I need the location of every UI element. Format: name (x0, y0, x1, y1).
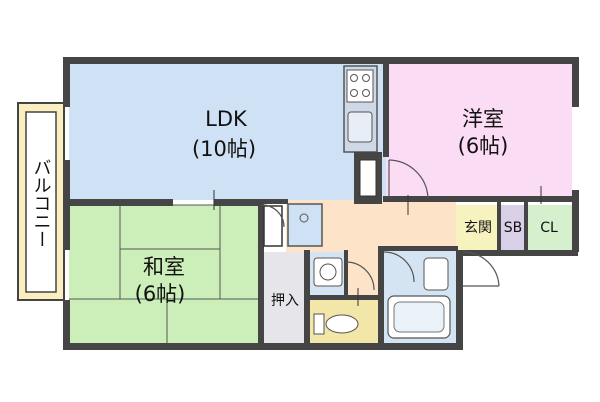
balcony-inner (25, 111, 57, 293)
entrance-label: 玄関 (464, 219, 492, 236)
walls (63, 57, 579, 350)
bathtub (387, 257, 451, 339)
ldk-size: (10帖) (192, 137, 256, 161)
western-room-size: (6帖) (458, 134, 509, 158)
entrance-floor (456, 205, 500, 250)
wash-basin (313, 257, 343, 287)
japanese-room-size: (6帖) (135, 282, 186, 306)
shoe-box-label: SB (504, 220, 523, 236)
oshiire-floor (264, 252, 306, 343)
kitchen-counter (343, 65, 378, 153)
western-room-name: 洋室 (462, 107, 504, 131)
fixture-insets (263, 159, 377, 247)
japanese-room-name: 和室 (143, 255, 185, 279)
closet-floor (526, 205, 572, 250)
balcony-label: バルコニー (31, 158, 52, 248)
western-room-floor (386, 63, 572, 200)
toilet-fixture (313, 313, 359, 335)
door-swings (261, 159, 500, 291)
closet-label: CL (540, 220, 558, 236)
oshiire-label: 押入 (271, 293, 299, 309)
ldk-floor (69, 63, 386, 200)
ldk-name: LDK (205, 107, 248, 131)
corridor-floor-lower (346, 252, 382, 302)
circulation-arrows (213, 186, 542, 306)
shoe-box-floor (500, 205, 526, 250)
fridge-space (287, 203, 323, 247)
